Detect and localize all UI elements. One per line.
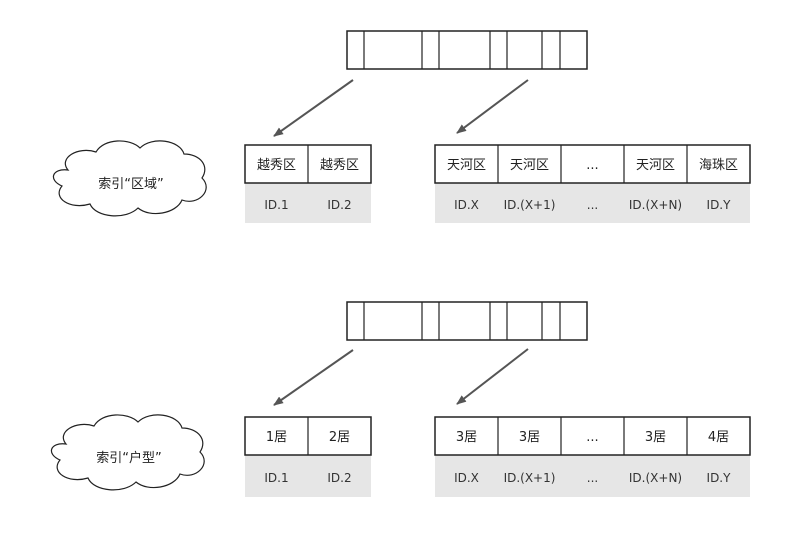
id-cell: ...: [587, 198, 598, 212]
key-cell: 越秀区: [320, 158, 359, 173]
cloud-shape: 索引“户型”: [50, 414, 205, 491]
key-cell: 2居: [329, 430, 350, 445]
root-node: [346, 301, 588, 341]
cloud-shape: 索引“区域”: [52, 140, 207, 217]
key-cell: ...: [586, 158, 598, 173]
id-cell: ID.X: [454, 471, 479, 485]
index-group-layout: 索引“户型” 1居 2居 ID.1 ID.2 3居 3居 ... 3居 4居 I…: [50, 301, 751, 497]
key-row-box: [434, 144, 751, 184]
id-cell: ID.1: [264, 198, 288, 212]
key-cell: 天河区: [510, 158, 549, 173]
cloud-outline: [52, 140, 207, 217]
key-cell: ...: [586, 430, 598, 445]
index-group-region: 索引“区域” 越秀区 越秀区 ID.1 ID.2 天河区 天河区 ... 天河区…: [52, 30, 751, 223]
id-cell: ID.Y: [707, 471, 732, 485]
key-row-box: [434, 416, 751, 456]
pointer-arrow-right: [456, 348, 529, 405]
id-row-bg: [435, 183, 750, 223]
cloud-label: 索引“户型”: [96, 450, 161, 466]
id-cell: ID.2: [327, 198, 351, 212]
key-cell: 海珠区: [699, 158, 738, 173]
id-row-bg: [245, 183, 371, 223]
key-cell: 3居: [645, 430, 666, 445]
id-cell: ID.(X+N): [629, 198, 682, 212]
id-row-bg: [435, 455, 750, 497]
leaf-block-right: 3居 3居 ... 3居 4居 ID.X ID.(X+1) ... ID.(X+…: [434, 416, 751, 497]
id-cell: ID.(X+1): [504, 198, 556, 212]
root-node-box: [346, 301, 588, 341]
key-cell: 天河区: [447, 158, 486, 173]
key-cell: 越秀区: [257, 158, 296, 173]
id-cell: ID.2: [327, 471, 351, 485]
root-node-box: [346, 30, 588, 70]
leaf-block-left: 越秀区 越秀区 ID.1 ID.2: [244, 144, 372, 223]
id-cell: ID.(X+N): [629, 471, 682, 485]
cloud-outline: [50, 414, 205, 491]
leaf-block-right: 天河区 天河区 ... 天河区 海珠区 ID.X ID.(X+1) ... ID…: [434, 144, 751, 223]
pointer-arrow-right: [456, 79, 529, 134]
id-row-bg: [245, 455, 371, 497]
root-node: [346, 30, 588, 70]
key-cell: 3居: [456, 430, 477, 445]
key-cell: 1居: [266, 430, 287, 445]
key-cell: 天河区: [636, 158, 675, 173]
id-cell: ID.Y: [707, 198, 732, 212]
id-cell: ...: [587, 471, 598, 485]
pointer-arrow-left: [273, 349, 354, 406]
id-cell: ID.(X+1): [504, 471, 556, 485]
cloud-label: 索引“区域”: [98, 177, 163, 192]
id-cell: ID.1: [264, 471, 288, 485]
key-cell: 3居: [519, 430, 540, 445]
pointer-arrow-left: [273, 79, 354, 137]
leaf-block-left: 1居 2居 ID.1 ID.2: [244, 416, 372, 497]
id-cell: ID.X: [454, 198, 479, 212]
key-cell: 4居: [708, 430, 729, 445]
